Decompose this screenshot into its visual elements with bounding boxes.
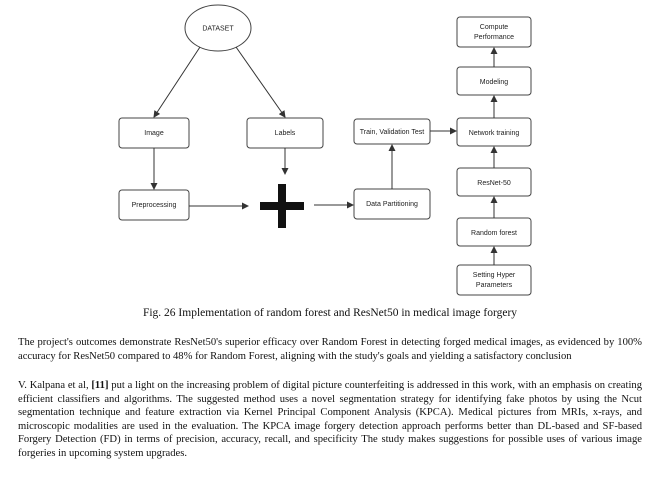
compute-performance-label-2: Performance [474, 34, 514, 41]
paragraph-results: The project's outcomes demonstrate ResNe… [18, 337, 642, 362]
network-training-node: Network training [456, 117, 532, 147]
compute-performance-node: Compute Performance [456, 16, 532, 48]
labels-label: Labels [275, 130, 296, 137]
train-validation-test-node: Train, Validation Test [353, 118, 431, 145]
resnet50-node: ResNet-50 [456, 167, 532, 197]
paragraph-body: put a light on the increasing problem of… [18, 380, 642, 459]
random-forest-node: Random forest [456, 217, 532, 247]
image-node: Image [118, 117, 190, 149]
preprocessing-label: Preprocessing [132, 202, 177, 209]
dataset-label: DATASET [202, 26, 234, 33]
modeling-node: Modeling [456, 66, 532, 96]
image-label: Image [144, 130, 164, 137]
dataset-node: DATASET [184, 4, 252, 52]
preprocessing-node: Preprocessing [118, 189, 190, 221]
setting-hyper-label-2: Parameters [476, 282, 513, 289]
figure-caption: Fig. 26 Implementation of random forest … [142, 307, 518, 319]
labels-node: Labels [246, 117, 324, 149]
paragraph-related-work: V. Kalpana et al, [11] put a light on th… [18, 379, 642, 460]
setting-hyper-label-1: Setting Hyper [473, 272, 516, 279]
modeling-label: Modeling [480, 79, 509, 86]
paragraph-author: V. Kalpana et al, [18, 380, 92, 391]
data-partitioning-node: Data Partitioning [353, 188, 431, 220]
plus-symbol [260, 184, 304, 228]
random-forest-label: Random forest [471, 230, 517, 237]
flow-diagram: DATASET Image Labels Preprocessing Data … [118, 4, 532, 296]
citation-link[interactable]: [11] [91, 380, 109, 391]
arrow-dataset-to-image [153, 46, 201, 118]
arrow-dataset-to-labels [235, 46, 286, 118]
resnet50-label: ResNet-50 [477, 180, 511, 187]
compute-performance-label-1: Compute [480, 24, 509, 31]
train-validation-test-label: Train, Validation Test [360, 129, 425, 136]
network-training-label: Network training [469, 130, 520, 137]
setting-hyper-parameters-node: Setting Hyper Parameters [456, 264, 532, 296]
data-partitioning-label: Data Partitioning [366, 201, 418, 208]
